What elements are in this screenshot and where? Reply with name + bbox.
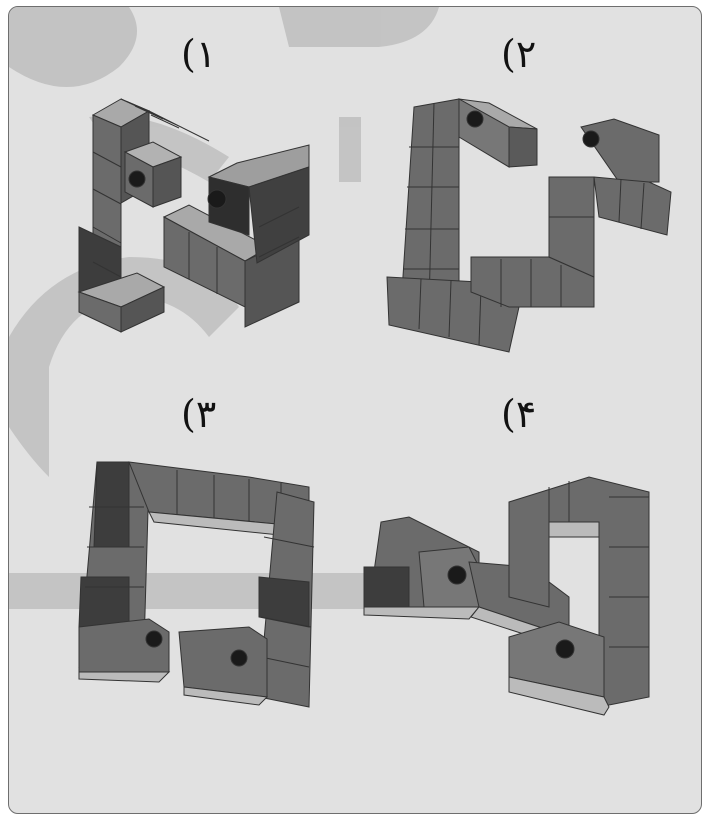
- option-4-cube-figure[interactable]: [9, 7, 701, 813]
- question-panel: ۱) ۲) ۳) ۴): [8, 6, 702, 814]
